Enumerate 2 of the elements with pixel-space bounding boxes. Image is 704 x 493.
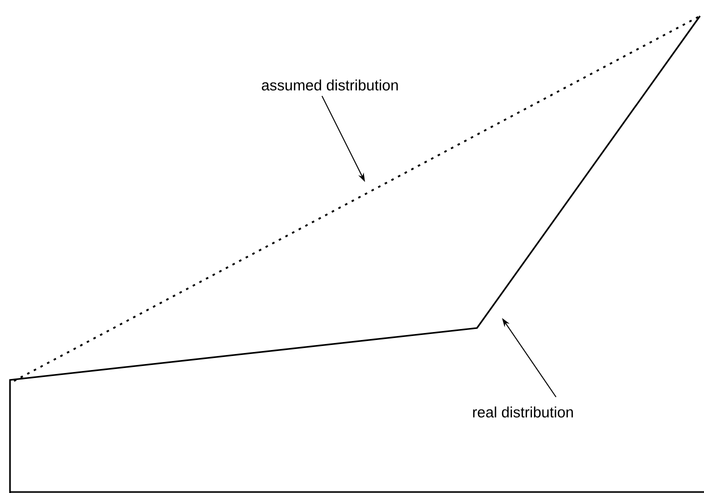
label-text: real distribution [473, 406, 573, 418]
label-text: assumed distribution [262, 80, 398, 90]
